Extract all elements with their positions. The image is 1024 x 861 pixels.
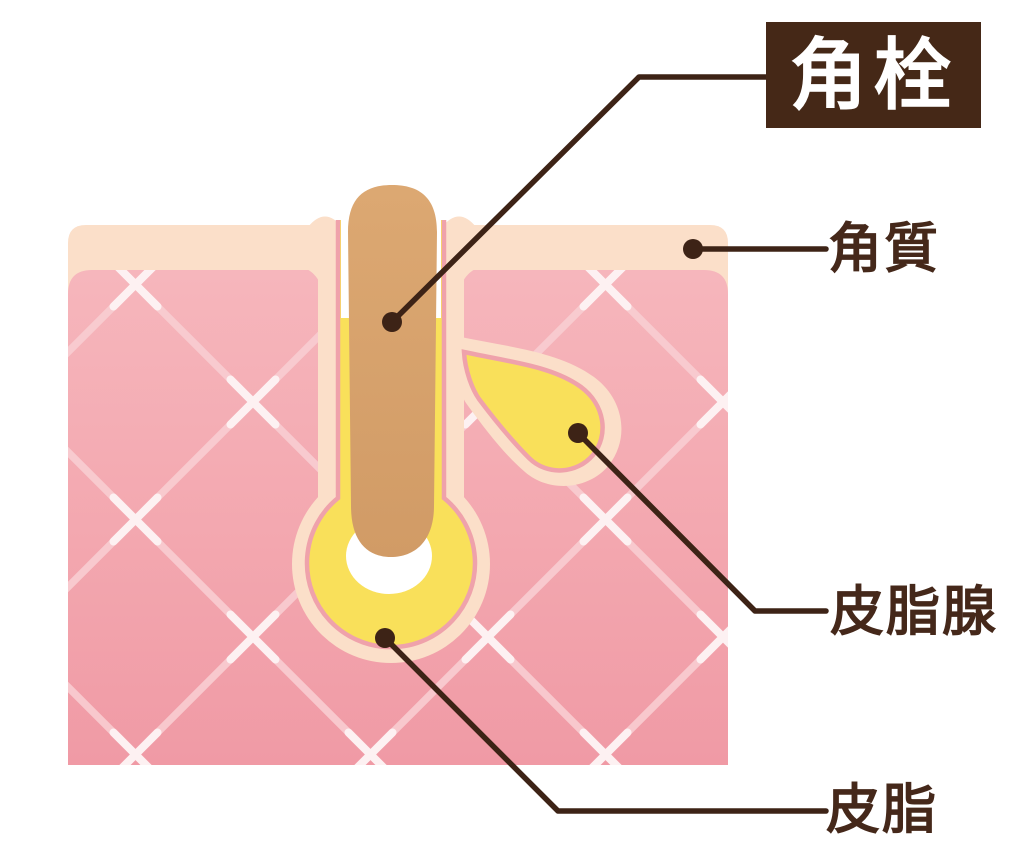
- sebaceous-gland-shape: [461, 349, 605, 473]
- leader-line-plug: [389, 74, 770, 325]
- sebum-label: 皮脂: [826, 780, 938, 840]
- leader-line-gland: [575, 430, 829, 614]
- leader-line-sebum: [382, 635, 829, 814]
- keratin-plug-shape: [348, 185, 437, 557]
- sebaceous-gland-label: 皮脂腺: [830, 582, 998, 642]
- leader-dots: [375, 239, 703, 648]
- leader-dot-keratin: [683, 239, 703, 259]
- leader-lines: [382, 74, 829, 814]
- leader-dot-plug: [382, 312, 402, 332]
- leader-dot-sebum: [375, 628, 395, 648]
- plug-label-text: 角栓: [789, 31, 958, 119]
- keratin-label: 角質: [828, 219, 940, 279]
- leader-dot-gland: [568, 423, 588, 443]
- plug-label-box: 角栓: [766, 22, 981, 128]
